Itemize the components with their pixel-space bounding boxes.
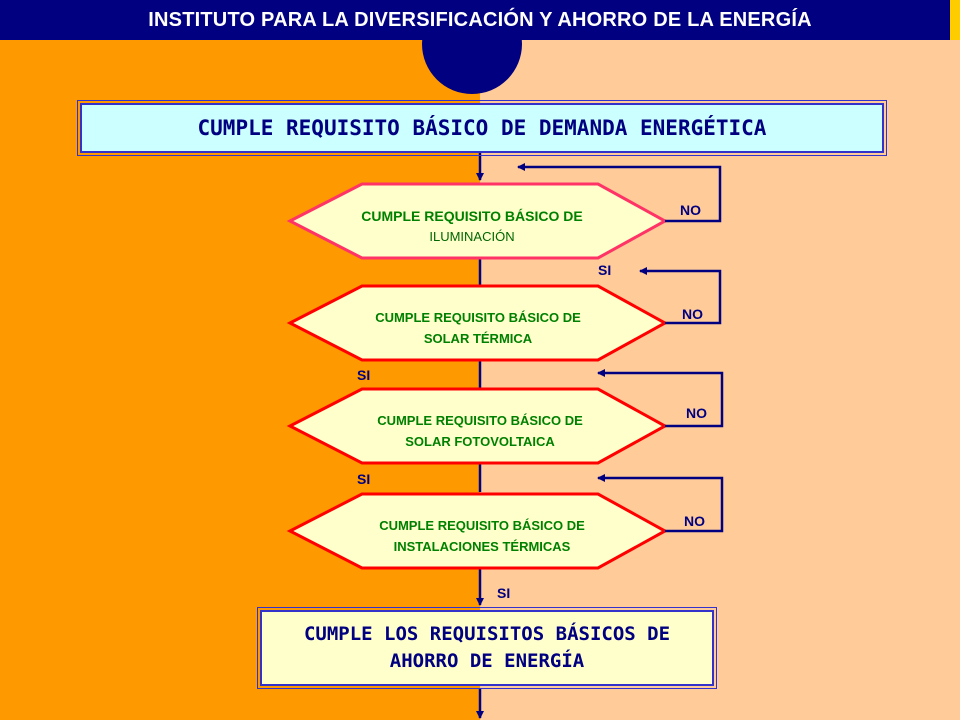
no-loop-1	[517, 163, 722, 223]
header-title: INSTITUTO PARA LA DIVERSIFICACIÓN Y AHOR…	[148, 9, 812, 31]
decision-line2: SOLAR FOTOVOLTAICA	[405, 433, 555, 449]
decision-line1: CUMPLE REQUISITO BÁSICO DE	[375, 310, 581, 325]
decision-label-instalaciones-termicas: CUMPLE REQUISITO BÁSICO DE INSTALACIONES…	[332, 516, 632, 558]
start-box: CUMPLE REQUISITO BÁSICO DE DEMANDA ENERG…	[77, 100, 887, 156]
si-label-3: SI	[357, 471, 371, 487]
header-accent	[950, 0, 960, 40]
decision-line2: INSTALACIONES TÉRMICAS	[393, 538, 571, 554]
si-label-1: SI	[598, 262, 612, 278]
decision-label-iluminacion: CUMPLE REQUISITO BÁSICO DE ILUMINACIÓN	[322, 205, 622, 248]
decision-line1: CUMPLE REQUISITO BÁSICO DE	[379, 518, 585, 533]
si-label-4: SI	[497, 585, 511, 601]
no-label-2: NO	[682, 306, 703, 322]
no-loop-2	[639, 267, 722, 325]
no-label-1: NO	[680, 202, 701, 218]
decision-label-solar-termica: CUMPLE REQUISITO BÁSICO DE SOLAR TÉRMICA	[328, 308, 628, 350]
end-box: CUMPLE LOS REQUISITOS BÁSICOS DE AHORRO …	[257, 607, 717, 689]
decision-line1: CUMPLE REQUISITO BÁSICO DE	[361, 208, 583, 224]
si-label-2: SI	[357, 367, 371, 383]
end-line2: AHORRO DE ENERGÍA	[389, 650, 585, 672]
decision-line2: SOLAR TÉRMICA	[423, 330, 533, 346]
no-label-4: NO	[684, 513, 705, 529]
end-line1: CUMPLE LOS REQUISITOS BÁSICOS DE	[303, 623, 671, 646]
no-label-3: NO	[686, 405, 707, 421]
header-circle-decoration	[422, 0, 522, 94]
decision-line2: ILUMINACIÓN	[429, 229, 515, 245]
no-loop-3	[597, 369, 724, 428]
decision-line1: CUMPLE REQUISITO BÁSICO DE	[377, 413, 583, 428]
no-loop-4	[597, 474, 724, 533]
decision-label-solar-fotovoltaica: CUMPLE REQUISITO BÁSICO DE SOLAR FOTOVOL…	[330, 411, 630, 453]
